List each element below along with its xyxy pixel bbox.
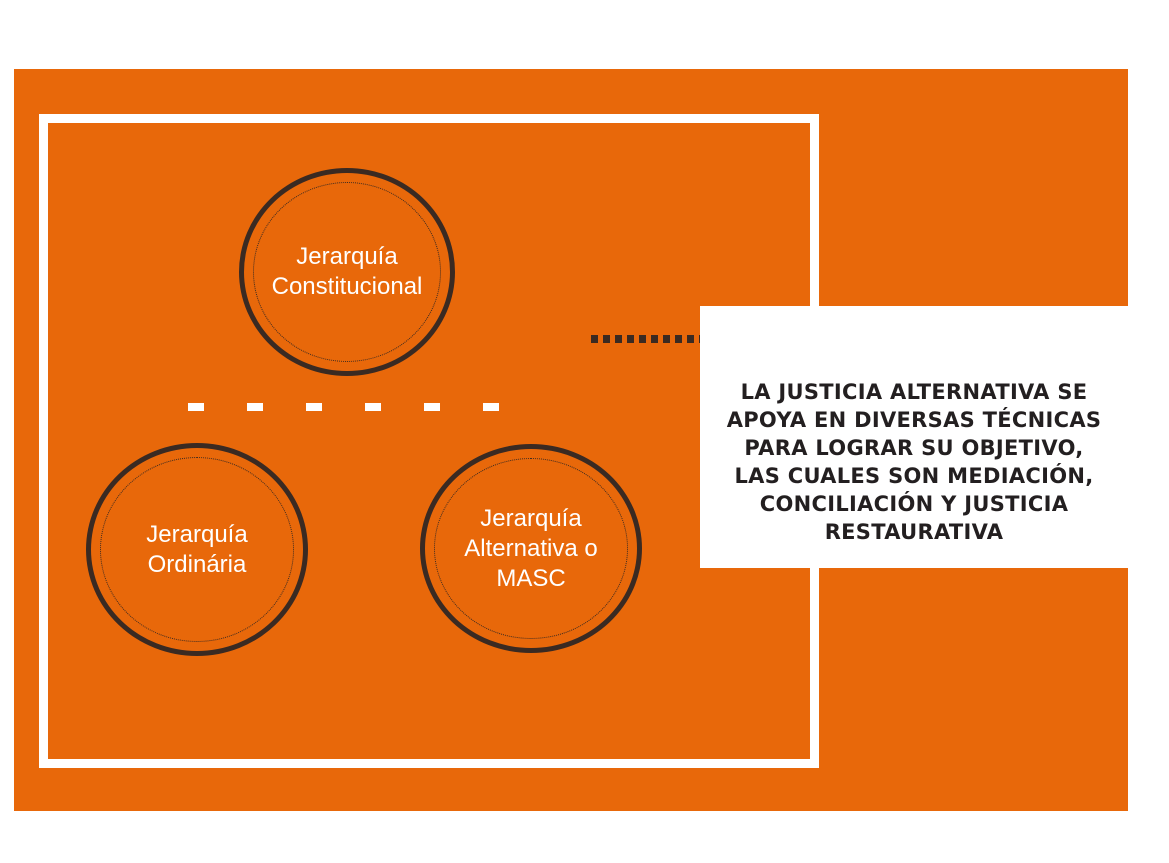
callout-line: LAS CUALES SON MEDIACIÓN,	[734, 464, 1094, 488]
callout-line: APOYA EN DIVERSAS TÉCNICAS	[726, 408, 1102, 432]
callout-line: LA JUSTICIA ALTERNATIVA SE	[740, 380, 1088, 404]
node-label-line: Jerarquía	[480, 504, 582, 532]
node-label-line: Constitucional	[271, 273, 423, 300]
callout-line: RESTAURATIVA	[824, 520, 1004, 544]
node-label-line: Jerarquía	[296, 243, 398, 270]
callout-box: LA JUSTICIA ALTERNATIVA SE APOYA EN DIVE…	[700, 306, 1128, 568]
callout-line: PARA LOGRAR SU OBJETIVO,	[744, 436, 1084, 460]
node-label-line: Jerarquía	[146, 520, 248, 548]
callout-text: LA JUSTICIA ALTERNATIVA SE APOYA EN DIVE…	[700, 378, 1128, 546]
node-label-line: Alternativa o	[464, 534, 598, 562]
dashed-connector	[188, 403, 500, 411]
node-jerarquia-ordinaria: Jerarquía Ordinária	[86, 443, 308, 656]
node-label-line: Ordinária	[147, 550, 247, 578]
node-jerarquia-constitucional: Jerarquía Constitucional	[239, 168, 455, 376]
node-label: Jerarquía Ordinária	[112, 520, 282, 580]
node-label-line: MASC	[496, 564, 566, 592]
node-label: Jerarquía Alternativa o MASC	[446, 504, 616, 594]
callout-line: CONCILIACIÓN Y JUSTICIA	[759, 492, 1069, 516]
node-jerarquia-alternativa: Jerarquía Alternativa o MASC	[420, 444, 642, 653]
node-label: Jerarquía Constitucional	[262, 242, 432, 302]
